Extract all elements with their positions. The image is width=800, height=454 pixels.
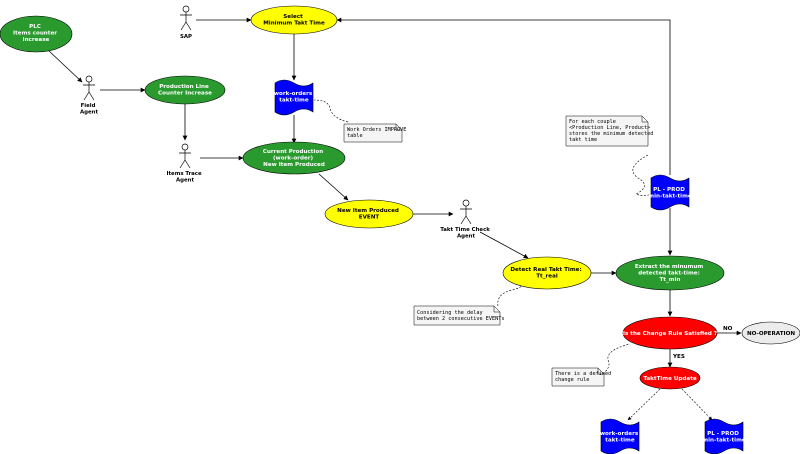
activity-change-rule: Is the Change Rule Satisfied ? [622,316,718,350]
datastore-pl-prod-mid: PL - PROD min-takt-time [648,174,692,211]
svg-text:Is the Change Rule Satisfied ?: Is the Change Rule Satisfied ? [623,331,717,337]
activity-new-item-event: New Item Produced EVENT [324,199,414,229]
edge-takt-detect [479,231,529,259]
edge-label-no: NO [723,326,733,332]
note-link-rule [599,343,631,377]
svg-text:Select Minimum Takt Time: Select Minimum Takt Time [263,14,325,27]
svg-text:There is a defined chang: There is a defined change rule [555,371,614,383]
activity-detect-real-takt: Detect Real Takt Time: Tt_real [502,256,592,290]
activity-current-production: Current Production (work-order) New Item… [242,141,346,175]
actor-sap: SAP [180,5,192,40]
edge-current-event [318,173,349,201]
actor-takt-label-1: Takt Time Check [440,227,490,233]
svg-text:Current Production (work: Current Production (work-order) New Item… [263,149,325,168]
actor-takt-time-check-agent: Takt Time Check Agent [440,199,491,240]
svg-text:Detect Real Takt Time: T: Detect Real Takt Time: Tt_real [510,267,583,280]
note-link-workorders [313,99,349,123]
svg-text:Takt Time Check Agent: Takt Time Check Agent [440,227,491,240]
edge-update-workorders [627,388,661,421]
svg-text:PLC Items counter: PLC Items counter increase [13,24,59,43]
note-link-detect [497,281,523,307]
svg-text:PL - PROD min-takt-time: PL - PROD min-takt-time [648,187,692,200]
actor-sap-label: SAP [180,34,192,40]
svg-text:Items Trace Agent: Items Trace Agent [166,171,203,184]
svg-text:New Item Produced EVENT: New Item Produced EVENT [337,208,401,221]
activity-plc: PLC Items counter increase [0,15,73,53]
svg-text:Work Orders IMPROVE tabl: Work Orders IMPROVE table [347,127,409,139]
note-work-orders-improve: Work Orders IMPROVE table [343,123,409,143]
svg-text:work-orders takt-time: work-orders takt-time [600,431,640,444]
svg-text:TaktTime Update: TaktTime Update [643,376,697,382]
svg-text:Extract the minumum dete: Extract the minumum detected takt-time: … [635,264,705,283]
edge-label-yes: YES [672,354,685,360]
note-for-each-couple: For each couple <Production Line, Produc… [565,115,656,147]
datastore-pl-prod-bottom: PL - PROD min-takt-time [702,418,746,454]
note-defined-change-rule: There is a defined change rule [551,367,614,387]
activity-takt-time-update: TaktTime Update [639,366,701,390]
actor-takt-label-2: Agent [457,234,476,240]
note-link-plprod [632,154,655,196]
actor-field-label-2: Agent [80,110,99,116]
edge-update-plprod [681,388,713,421]
datastore-work-orders-bottom: work-orders takt-time [600,418,640,454]
svg-text:NO-OPERATION: NO-OPERATION [747,331,795,337]
svg-text:Considering the delay be: Considering the delay between 2 consecut… [417,310,504,322]
svg-text:Field Agent: Field Agent [80,103,99,116]
activity-extract-min: Extract the minumum detected takt-time: … [615,255,725,291]
actor-items-trace-agent: Items Trace Agent [166,143,203,184]
activity-no-operation: NO-OPERATION [741,321,800,345]
datastore-work-orders-top: work-orders takt-time [274,79,314,116]
svg-text:PL - PROD min-takt-time: PL - PROD min-takt-time [702,431,746,444]
svg-text:work-orders takt-time: work-orders takt-time [274,91,314,104]
note-considering-delay: Considering the delay between 2 consecut… [413,305,504,326]
edge-plc-field [47,49,83,83]
actor-trace-label-2: Agent [176,178,195,184]
activity-production-line: Production Line Counter Increase [144,75,226,105]
svg-text:Production Line Counter: Production Line Counter Increase [158,84,212,97]
edge-plprod-select [336,17,671,175]
svg-text:For each couple <Product: For each couple <Production Line, Produc… [569,119,656,143]
actor-field-agent: Field Agent [80,75,99,116]
actor-trace-label-1: Items Trace [166,171,202,177]
activity-select-min-takt: Select Minimum Takt Time [250,5,338,35]
edges [47,17,742,421]
actor-field-label-1: Field [81,103,96,109]
